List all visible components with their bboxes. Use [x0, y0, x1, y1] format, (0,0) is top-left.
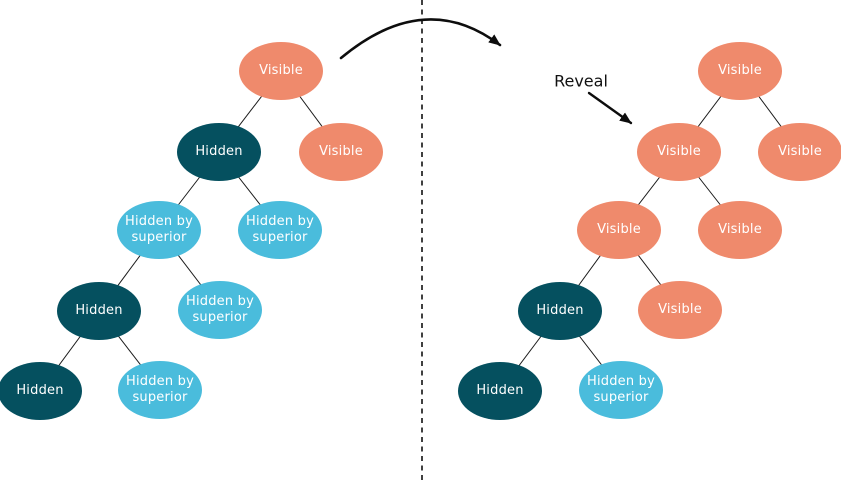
node-label: Visible: [597, 221, 641, 237]
node-label: Hidden by superior: [185, 293, 254, 325]
node-label: Visible: [657, 143, 701, 159]
tree-node-visible: Visible: [577, 201, 661, 259]
tree-node-hidden-by-superior: Hidden by superior: [117, 201, 201, 259]
tree-node-visible: Visible: [698, 201, 782, 259]
node-label: Visible: [718, 62, 762, 78]
node-label: Visible: [658, 301, 702, 317]
node-label: Hidden: [75, 302, 123, 318]
tree-node-visible: Visible: [698, 42, 782, 100]
node-label: Hidden: [476, 382, 524, 398]
node-label: Hidden by superior: [586, 373, 655, 405]
tree-node-visible: Visible: [239, 42, 323, 100]
tree-node-hidden-by-superior: Hidden by superior: [238, 201, 322, 259]
tree-node-hidden: Hidden: [518, 282, 602, 340]
node-label: Hidden by superior: [245, 213, 314, 245]
node-label: Hidden: [16, 382, 64, 398]
tree-node-visible: Visible: [638, 281, 722, 339]
transform-arrow-icon: [339, 18, 502, 60]
tree-node-hidden-by-superior: Hidden by superior: [579, 361, 663, 419]
tree-node-hidden-by-superior: Hidden by superior: [118, 361, 202, 419]
node-label: Visible: [319, 143, 363, 159]
node-label: Hidden by superior: [124, 213, 193, 245]
node-label: Visible: [259, 62, 303, 78]
tree-node-hidden: Hidden: [458, 362, 542, 420]
node-label: Hidden: [195, 143, 243, 159]
node-label: Hidden by superior: [125, 373, 194, 405]
node-label: Hidden: [536, 302, 584, 318]
tree-node-hidden: Hidden: [0, 362, 82, 420]
tree-node-hidden-by-superior: Hidden by superior: [178, 281, 262, 339]
tree-node-visible: Visible: [299, 123, 383, 181]
reveal-arrow-icon: [587, 91, 633, 125]
node-label: Visible: [778, 143, 822, 159]
reveal-label: Reveal: [554, 71, 608, 91]
tree-node-visible: Visible: [758, 123, 841, 181]
node-label: Visible: [718, 221, 762, 237]
tree-node-visible: Visible: [637, 123, 721, 181]
tree-node-hidden: Hidden: [177, 123, 261, 181]
tree-node-hidden: Hidden: [57, 282, 141, 340]
